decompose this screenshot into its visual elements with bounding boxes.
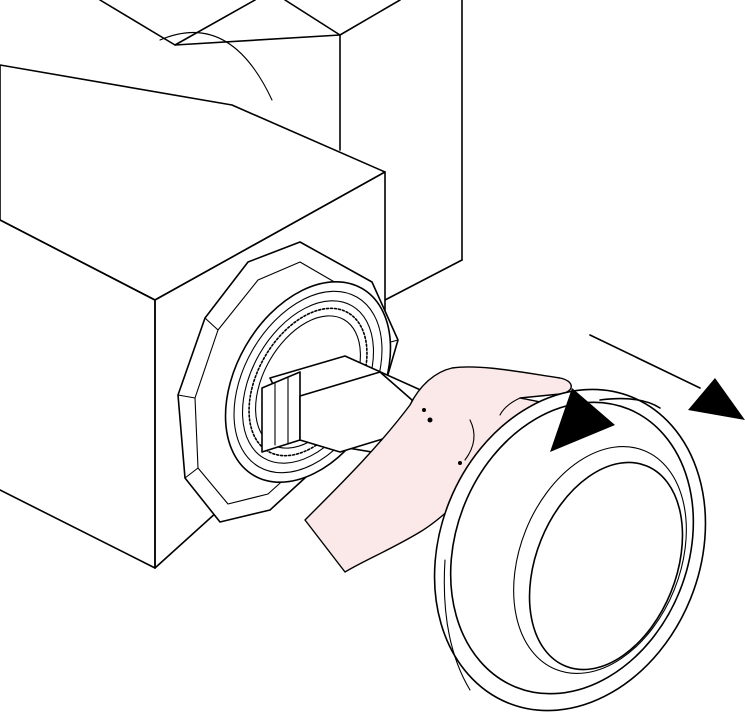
pull-direction-arrow-icon xyxy=(589,334,745,420)
rotation-arrow-icon xyxy=(550,388,661,452)
rear-housing xyxy=(99,0,463,301)
coupling-ring xyxy=(433,388,707,712)
inner-connector xyxy=(261,355,426,456)
